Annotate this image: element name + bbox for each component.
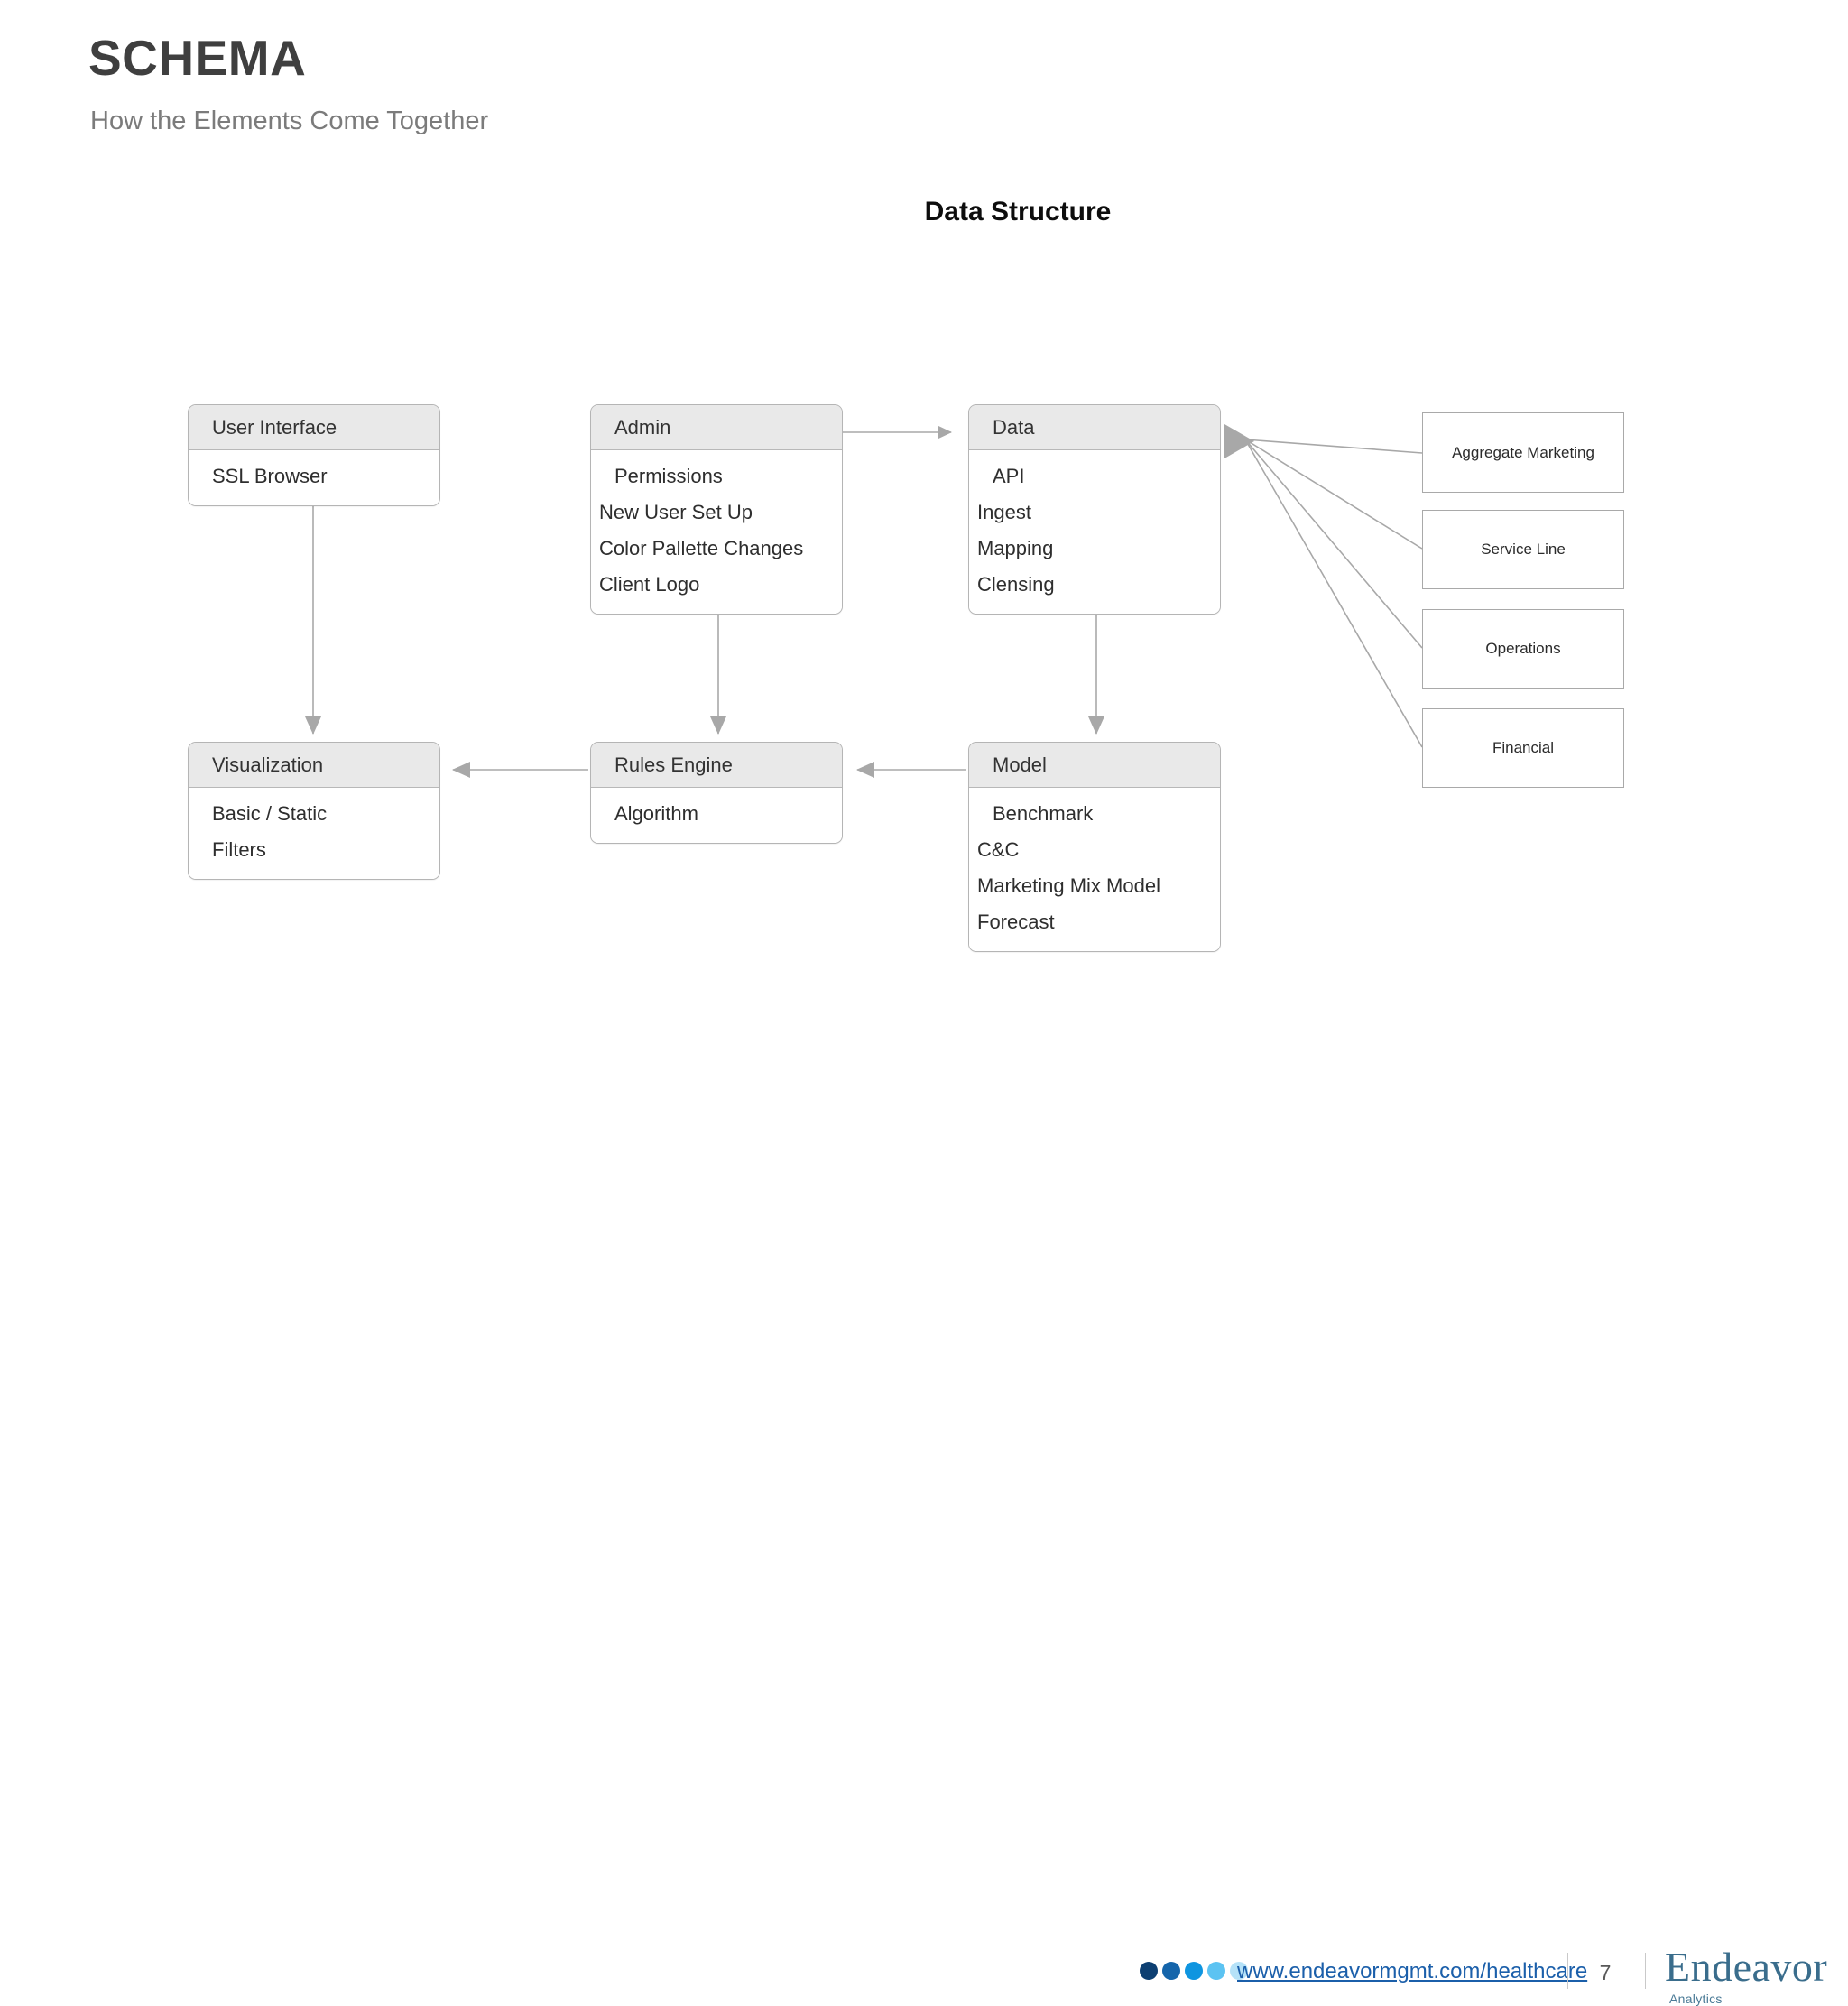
brand-dot-1 — [1140, 1962, 1158, 1980]
node-model-header: Model — [969, 743, 1220, 788]
logo-wordmark: Endeavor — [1665, 1944, 1828, 1990]
node-user-interface-body: SSL Browser — [189, 450, 439, 505]
node-user-interface-header: User Interface — [189, 405, 439, 450]
node-model[interactable]: Model Benchmark C&C Marketing Mix Model … — [968, 742, 1221, 952]
node-admin[interactable]: Admin Permissions New User Set Up Color … — [590, 404, 843, 615]
source-box-label: Service Line — [1481, 541, 1566, 558]
source-box-aggregate-marketing[interactable]: Aggregate Marketing — [1422, 412, 1624, 493]
edge-financial-to-data — [1244, 439, 1423, 748]
page-subtitle: How the Elements Come Together — [90, 106, 489, 135]
node-row: Permissions — [614, 465, 723, 487]
node-data[interactable]: Data API Ingest Mapping Clensing — [968, 404, 1221, 615]
source-box-service-line[interactable]: Service Line — [1422, 510, 1624, 589]
node-admin-body: Permissions New User Set Up Color Pallet… — [591, 450, 842, 614]
node-rules-engine[interactable]: Rules Engine Algorithm — [590, 742, 843, 844]
footer-divider-right — [1645, 1953, 1646, 1989]
node-model-body: Benchmark C&C Marketing Mix Model Foreca… — [969, 788, 1220, 951]
node-row: C&C — [977, 838, 1020, 861]
node-row: SSL Browser — [212, 465, 328, 487]
node-row: Algorithm — [614, 802, 698, 825]
node-row: Client Logo — [599, 573, 700, 596]
node-row: Filters — [212, 838, 266, 861]
diagram-connectors — [305, 424, 1423, 778]
node-row: Basic / Static — [212, 802, 328, 825]
node-row: Mapping — [977, 537, 1054, 559]
node-row: Forecast — [977, 911, 1055, 933]
edge-operations-to-data — [1244, 439, 1423, 649]
node-data-header: Data — [969, 405, 1220, 450]
data-structure-diagram: Data Structure — [188, 197, 1624, 952]
source-box-financial[interactable]: Financial — [1422, 708, 1624, 788]
logo-tagline: Analytics — [1669, 1992, 1723, 2006]
node-data-body: API Ingest Mapping Clensing — [969, 450, 1220, 614]
source-box-label: Operations — [1485, 640, 1561, 657]
edge-service-line-to-data — [1244, 439, 1423, 550]
brand-dot-2 — [1162, 1962, 1180, 1980]
node-visualization-body: Basic / Static Filters — [189, 788, 439, 879]
slide-footer: www.endeavormgmt.com/healthcare 7 Endeav… — [0, 973, 1848, 2006]
node-row: New User Set Up — [599, 501, 753, 523]
footer-url-link[interactable]: www.endeavormgmt.com/healthcare — [1237, 1959, 1588, 1983]
source-box-label: Aggregate Marketing — [1452, 443, 1594, 461]
page-title: SCHEMA — [88, 30, 307, 86]
node-row: Ingest — [977, 501, 1031, 523]
footer-divider-left — [1567, 1953, 1568, 1989]
node-rules-engine-body: Algorithm — [591, 788, 842, 843]
diagram-title: Data Structure — [924, 197, 1112, 226]
node-row: API — [993, 465, 1025, 487]
node-visualization[interactable]: Visualization Basic / Static Filters — [188, 742, 440, 880]
edge-aggregate-marketing-to-data — [1244, 439, 1423, 454]
node-user-interface[interactable]: User Interface SSL Browser — [188, 404, 440, 506]
node-row: Marketing Mix Model — [977, 874, 1160, 897]
brand-dot-3 — [1185, 1962, 1203, 1980]
page-number: 7 — [1599, 1961, 1612, 1984]
brand-dots — [1140, 1962, 1248, 1980]
brand-dot-4 — [1207, 1962, 1225, 1980]
source-box-operations[interactable]: Operations — [1422, 609, 1624, 689]
node-visualization-header: Visualization — [189, 743, 439, 788]
endeavor-analytics-logo: Endeavor Analytics — [1665, 1946, 1836, 2006]
node-row: Clensing — [977, 573, 1055, 596]
node-row: Color Pallette Changes — [599, 537, 804, 559]
node-admin-header: Admin — [591, 405, 842, 450]
source-box-label: Financial — [1492, 739, 1555, 756]
convergence-arrowhead — [1224, 424, 1254, 458]
node-rules-engine-header: Rules Engine — [591, 743, 842, 788]
node-row: Benchmark — [993, 802, 1094, 825]
